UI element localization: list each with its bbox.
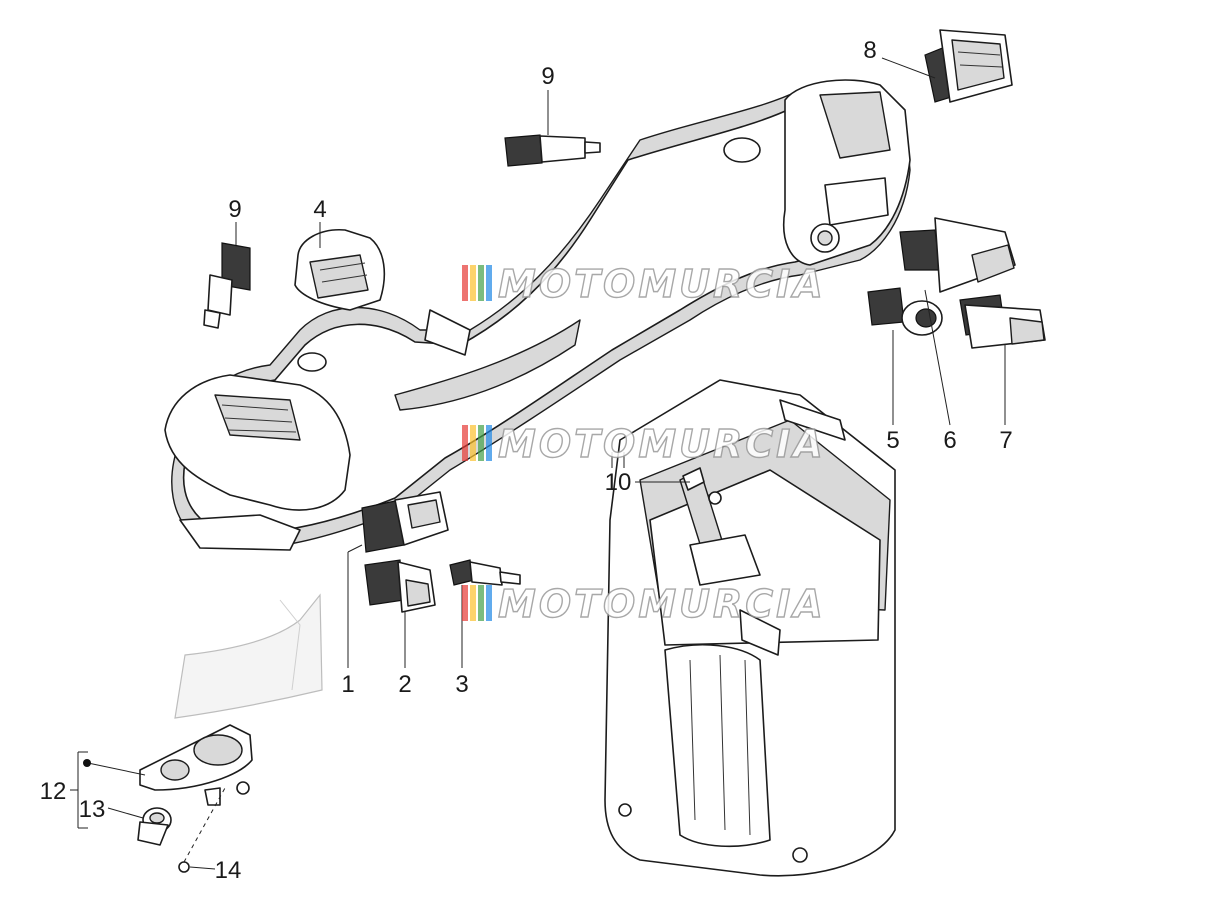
callout-9-left: 9 (228, 196, 241, 223)
part-3-sensor (449, 559, 521, 586)
part-5-round-button (867, 287, 943, 336)
callout-12: 12 (40, 778, 67, 805)
watermark-stripe (486, 585, 492, 621)
watermark-logo: MOTOMURCIA (462, 581, 826, 627)
watermark-stripe (486, 265, 492, 301)
part-13-knob (137, 807, 172, 846)
callout-labels: 9 8 9 4 5 6 7 10 1 2 3 12 13 14 (40, 37, 1013, 884)
watermark-logo: MOTOMURCIA (462, 261, 826, 307)
part-6-switch (899, 217, 1016, 293)
callout-4: 4 (313, 196, 326, 223)
part-12-dash-module (139, 724, 253, 806)
part-8-switch (924, 29, 1013, 103)
watermark-text: MOTOMURCIA (498, 422, 826, 466)
part-2-switch (364, 559, 436, 613)
callout-9-top: 9 (541, 63, 554, 90)
watermark-stripe (470, 265, 476, 301)
leader-lines (70, 57, 1006, 870)
part-1-switch (361, 491, 449, 553)
part-7-switch (959, 294, 1046, 349)
part-10-bracket (679, 467, 761, 586)
callout-6: 6 (943, 427, 956, 454)
callout-8: 8 (863, 37, 876, 64)
part-4-switch-cover (294, 229, 386, 311)
watermark-stripe (470, 585, 476, 621)
watermark-logo: MOTOMURCIA (462, 421, 826, 467)
callout-10: 10 (605, 469, 632, 496)
watermark-stripe (462, 585, 468, 621)
part-9-top-connector (504, 134, 601, 167)
watermark-stripe (462, 265, 468, 301)
handlebar-cover (164, 79, 911, 551)
callout-3: 3 (455, 671, 468, 698)
part-14-screw (178, 861, 190, 873)
callout-1: 1 (341, 671, 354, 698)
watermark-stripe (478, 265, 484, 301)
watermark-stripe (478, 425, 484, 461)
watermark-text: MOTOMURCIA (498, 262, 826, 306)
watermark-stripe (478, 585, 484, 621)
callout-7: 7 (999, 427, 1012, 454)
part-9-left-bulb-holder (203, 242, 251, 329)
callout-13: 13 (79, 796, 106, 823)
watermark-stripe (470, 425, 476, 461)
callout-2: 2 (398, 671, 411, 698)
watermark-stripe (486, 425, 492, 461)
watermark-stripe (462, 425, 468, 461)
callout-14: 14 (215, 857, 242, 884)
fairing-panel (174, 593, 323, 719)
watermarks: MOTOMURCIA MOTOMURCIA MOTOMURCIA (462, 261, 826, 627)
watermark-text: MOTOMURCIA (498, 582, 826, 626)
callout-5: 5 (886, 427, 899, 454)
